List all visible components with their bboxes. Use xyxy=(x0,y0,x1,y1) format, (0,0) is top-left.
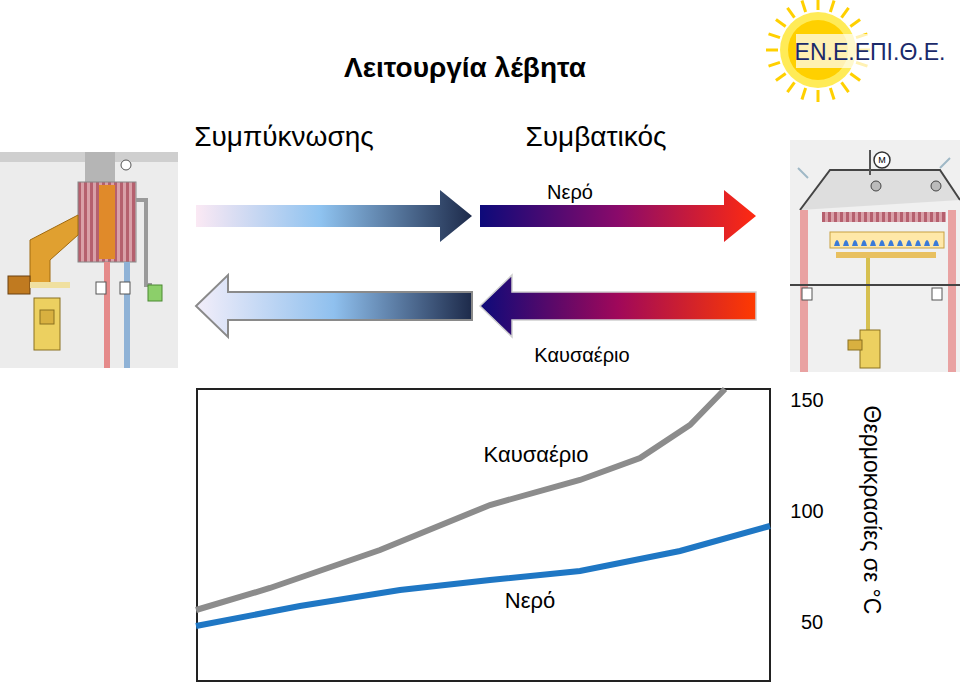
sun-ray xyxy=(802,88,806,99)
sun-ray xyxy=(769,62,780,66)
axis-tick: 100 xyxy=(790,500,823,523)
column-heading: Συμπύκνωσης xyxy=(194,121,374,153)
column-heading: Συμβατικός xyxy=(525,121,666,153)
sun-ray xyxy=(830,88,834,99)
sun-ray xyxy=(802,1,806,12)
flame xyxy=(861,240,867,246)
sun-ray xyxy=(766,49,778,52)
slide-title: Λειτουργία λέβητα xyxy=(344,52,586,84)
sun-ray xyxy=(769,34,780,38)
logo-text: ΕΝ.Ε.ΕΠΙ.Θ.Ε. xyxy=(795,39,946,65)
flame xyxy=(897,240,903,246)
flow-label: Νερό xyxy=(547,181,593,204)
sun-ray xyxy=(850,74,860,81)
flame xyxy=(870,240,876,246)
axis-title: Θερμοκρασίες σε °C xyxy=(859,406,885,615)
sun-ray xyxy=(842,8,849,18)
flame xyxy=(879,240,885,246)
sun-ray xyxy=(787,82,794,92)
series-label: Νερό xyxy=(505,588,555,613)
flame xyxy=(915,240,921,246)
flame xyxy=(933,240,939,246)
series-label: Καυσαέριο xyxy=(484,442,589,467)
flame xyxy=(888,240,894,246)
flame xyxy=(924,240,930,246)
sun-ray xyxy=(776,74,786,81)
motor-symbol: M xyxy=(878,155,886,165)
sun-ray xyxy=(817,0,820,10)
flow-label: Καυσαέριο xyxy=(534,344,629,367)
sun-ray xyxy=(850,19,860,26)
sun-ray xyxy=(842,82,849,92)
flame xyxy=(906,240,912,246)
sun-ray xyxy=(817,90,820,102)
sun-ray xyxy=(830,1,834,12)
sun-ray xyxy=(776,19,786,26)
axis-tick: 50 xyxy=(801,611,823,634)
sun-ray xyxy=(787,8,794,18)
flame xyxy=(834,240,840,246)
axis-tick: 150 xyxy=(790,389,823,412)
flame xyxy=(852,240,858,246)
flame xyxy=(843,240,849,246)
